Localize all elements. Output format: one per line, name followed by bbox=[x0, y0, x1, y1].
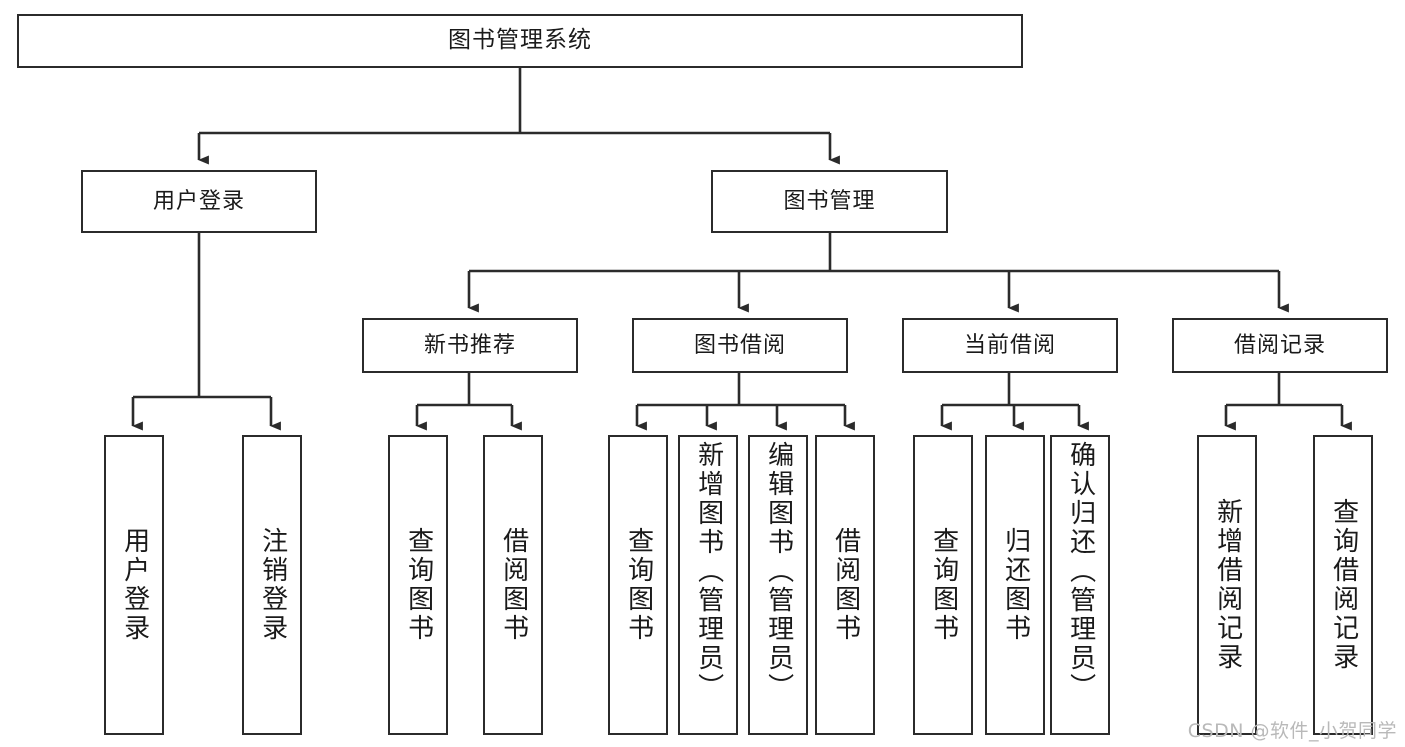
node-leaf-confirm-return-label: 确认归还（管理员） bbox=[1065, 441, 1096, 702]
node-leaf-add-record-label: 新增借阅记录 bbox=[1212, 498, 1243, 672]
node-leaf-query-book-2[interactable]: 查询图书 bbox=[608, 435, 668, 735]
node-leaf-borrow-book-2[interactable]: 借阅图书 bbox=[815, 435, 875, 735]
node-leaf-add-book[interactable]: 新增图书（管理员） bbox=[678, 435, 738, 735]
node-leaf-return-book[interactable]: 归还图书 bbox=[985, 435, 1045, 735]
node-leaf-user-login[interactable]: 用户登录 bbox=[104, 435, 164, 735]
node-leaf-user-login-label: 用户登录 bbox=[119, 527, 150, 643]
node-leaf-edit-book-label: 编辑图书（管理员） bbox=[763, 441, 794, 702]
node-leaf-add-book-label: 新增图书（管理员） bbox=[693, 441, 724, 702]
node-new-book-recommend-label: 新书推荐 bbox=[423, 332, 516, 358]
node-leaf-borrow-book-1-label: 借阅图书 bbox=[498, 527, 529, 643]
node-book-borrow-label: 图书借阅 bbox=[693, 332, 786, 358]
node-leaf-logout[interactable]: 注销登录 bbox=[242, 435, 302, 735]
node-leaf-query-book-1-label: 查询图书 bbox=[403, 527, 434, 643]
node-new-book-recommend[interactable]: 新书推荐 bbox=[362, 318, 578, 373]
node-current-borrow[interactable]: 当前借阅 bbox=[902, 318, 1118, 373]
node-leaf-query-record[interactable]: 查询借阅记录 bbox=[1313, 435, 1373, 735]
node-leaf-query-record-label: 查询借阅记录 bbox=[1328, 498, 1359, 672]
node-root[interactable]: 图书管理系统 bbox=[17, 14, 1023, 68]
node-book-manage[interactable]: 图书管理 bbox=[711, 170, 948, 233]
node-book-borrow[interactable]: 图书借阅 bbox=[632, 318, 848, 373]
node-leaf-borrow-book-2-label: 借阅图书 bbox=[830, 527, 861, 643]
node-leaf-confirm-return[interactable]: 确认归还（管理员） bbox=[1050, 435, 1110, 735]
node-leaf-logout-label: 注销登录 bbox=[257, 527, 288, 643]
node-leaf-add-record[interactable]: 新增借阅记录 bbox=[1197, 435, 1257, 735]
node-leaf-return-book-label: 归还图书 bbox=[1000, 527, 1031, 643]
node-current-borrow-label: 当前借阅 bbox=[963, 332, 1056, 358]
node-user-login-label: 用户登录 bbox=[152, 188, 245, 214]
node-leaf-query-book-3[interactable]: 查询图书 bbox=[913, 435, 973, 735]
node-user-login[interactable]: 用户登录 bbox=[81, 170, 317, 233]
node-leaf-query-book-2-label: 查询图书 bbox=[623, 527, 654, 643]
node-leaf-borrow-book-1[interactable]: 借阅图书 bbox=[483, 435, 543, 735]
node-leaf-edit-book[interactable]: 编辑图书（管理员） bbox=[748, 435, 808, 735]
node-borrow-record[interactable]: 借阅记录 bbox=[1172, 318, 1388, 373]
node-leaf-query-book-1[interactable]: 查询图书 bbox=[388, 435, 448, 735]
node-book-manage-label: 图书管理 bbox=[783, 188, 876, 214]
node-borrow-record-label: 借阅记录 bbox=[1233, 332, 1326, 358]
node-root-label: 图书管理系统 bbox=[448, 27, 592, 54]
node-leaf-query-book-3-label: 查询图书 bbox=[928, 527, 959, 643]
